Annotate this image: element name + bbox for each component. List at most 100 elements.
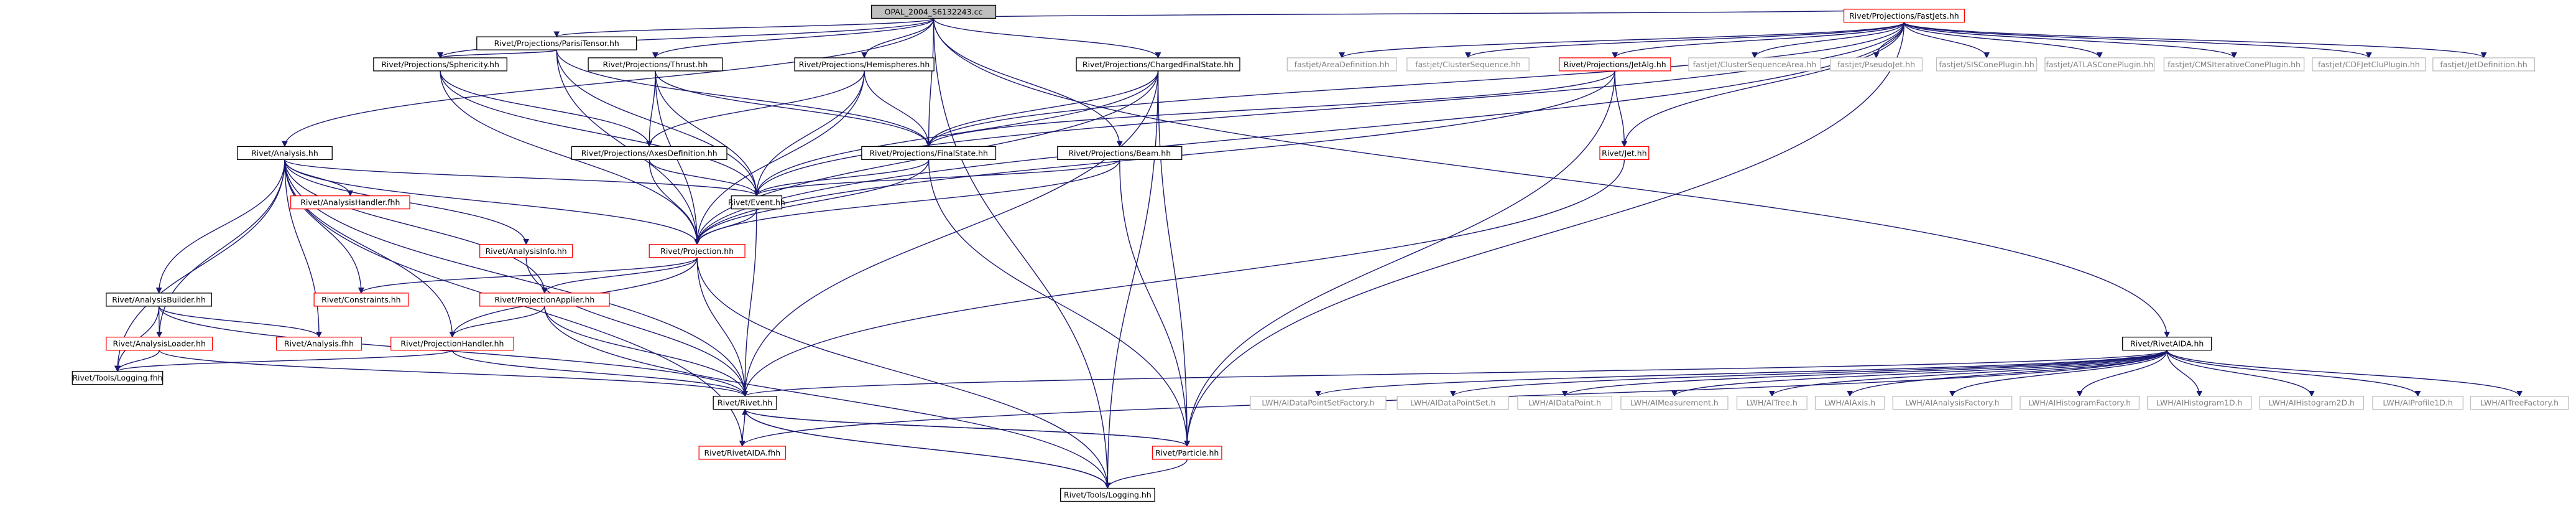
edge-fastjets-to-fs: [925, 22, 1905, 148]
edge-fs-to-particle: [928, 159, 1191, 447]
node-label-tree: LWH/AITree.h: [1747, 398, 1798, 408]
node-label-cmscone: fastjet/CMSIterativeConePlugin.hh: [2167, 60, 2301, 69]
edge-analysis-to-projhandler: [284, 159, 456, 338]
node-box-pseudojet: [1830, 57, 1923, 72]
node-box-axesdef: [571, 146, 727, 161]
edge-analysisloader-to-loggingfhh: [114, 350, 160, 372]
node-label-logginghh: Rivet/Tools/Logging.hh: [1064, 490, 1152, 499]
node-loggingfhh[interactable]: Rivet/Tools/Logging.fhh: [72, 370, 164, 385]
node-label-hist2d: LWH/AIHistogram2D.h: [2269, 398, 2355, 408]
node-paris[interactable]: Rivet/Projections/ParisiTensor.hh: [476, 36, 637, 50]
node-profile1d: LWH/AIProfile1D.h: [2372, 396, 2463, 410]
node-label-fs: Rivet/Projections/FinalState.hh: [869, 148, 988, 157]
edge-fastjets-to-jetdef: [1903, 22, 2487, 59]
node-label-jetdef: fastjet/JetDefinition.hh: [2440, 60, 2527, 69]
edge-analysis-to-loggingfhh: [114, 159, 285, 372]
node-box-cfs: [1076, 57, 1240, 72]
node-box-clusterseqarea: [1688, 57, 1821, 72]
edge-root-to-beam: [933, 18, 1123, 148]
node-box-constraints: [313, 293, 409, 307]
node-analysis[interactable]: Rivet/Analysis.hh: [236, 146, 333, 161]
node-label-jet: Rivet/Jet.hh: [1602, 148, 1646, 157]
edge-rivetaida-to-hist1d: [2166, 350, 2203, 397]
node-projapplier[interactable]: Rivet/ProjectionApplier.hh: [479, 293, 610, 307]
node-root[interactable]: OPAL_2004_S6132243.cc: [870, 4, 997, 19]
node-box-fastjets: [1843, 9, 1965, 23]
node-label-paris: Rivet/Projections/ParisiTensor.hh: [494, 39, 619, 48]
edge-rivetaida-to-tree: [1769, 350, 2167, 397]
edge-projhandler-to-loggingfhh: [114, 349, 453, 372]
node-box-analysishandler: [290, 195, 410, 210]
edge-cfs-to-fs: [925, 70, 1159, 148]
node-tree: LWH/AITree.h: [1736, 396, 1807, 410]
edge-fastjets-to-siscone: [1903, 22, 1990, 59]
edge-axesdef-to-projection: [649, 159, 701, 245]
node-sphericity[interactable]: Rivet/Projections/Sphericity.hh: [373, 57, 507, 72]
node-box-dpsfactory: [1250, 396, 1387, 410]
node-label-projection: Rivet/Projection.hh: [660, 246, 734, 256]
node-box-jet: [1599, 146, 1650, 161]
node-rivetaida[interactable]: Rivet/RivetAIDA.hh: [2122, 336, 2212, 351]
node-beam[interactable]: Rivet/Projections/Beam.hh: [1057, 146, 1183, 161]
node-label-dps: LWH/AIDataPointSet.h: [1410, 398, 1495, 408]
node-box-atlascone: [2044, 57, 2155, 72]
node-label-anafactory: LWH/AIAnalysisFactory.h: [1905, 398, 1999, 408]
node-label-beam: Rivet/Projections/Beam.hh: [1068, 148, 1171, 157]
edge-particle-to-logginghh: [1104, 459, 1188, 489]
node-box-clusterseq: [1406, 57, 1530, 72]
edge-beam-to-particle: [1119, 159, 1191, 447]
edge-projapplier-to-projhandler: [449, 306, 545, 338]
node-fastjets[interactable]: Rivet/Projections/FastJets.hh: [1843, 9, 1965, 23]
edge-paris-to-sphericity: [437, 49, 557, 59]
edge-hemis-to-fs: [864, 70, 932, 148]
edge-rivetaida-to-dpsfactory: [1315, 350, 2167, 397]
edge-thrust-to-fs: [655, 70, 932, 148]
node-label-analysisloader: Rivet/AnalysisLoader.hh: [113, 339, 206, 349]
edge-axesdef-to-event: [649, 159, 760, 197]
node-analysisbuilder[interactable]: Rivet/AnalysisBuilder.hh: [106, 293, 213, 307]
node-label-projapplier: Rivet/ProjectionApplier.hh: [494, 295, 594, 304]
edge-event-to-rivethh: [742, 208, 757, 397]
node-label-fastjets: Rivet/Projections/FastJets.hh: [1849, 11, 1959, 21]
node-analysisinfo[interactable]: Rivet/AnalysisInfo.hh: [479, 244, 573, 258]
node-analysisfhh[interactable]: Rivet/Analysis.fhh: [275, 336, 362, 351]
node-axesdef[interactable]: Rivet/Projections/AxesDefinition.hh: [571, 146, 727, 161]
node-label-projhandler: Rivet/ProjectionHandler.hh: [400, 339, 504, 349]
node-analysishandler[interactable]: Rivet/AnalysisHandler.fhh: [290, 195, 410, 210]
node-projhandler[interactable]: Rivet/ProjectionHandler.hh: [390, 336, 514, 351]
node-hist2d: LWH/AIHistogram2D.h: [2259, 396, 2365, 410]
edge-fastjets-to-cmscone: [1903, 22, 2237, 59]
node-rivethh[interactable]: Rivet/Rivet.hh: [713, 396, 777, 410]
edge-root-to-thrust: [652, 18, 935, 59]
node-rivetaidafhh[interactable]: Rivet/RivetAIDA.fhh: [698, 446, 787, 460]
node-analysisloader[interactable]: Rivet/AnalysisLoader.hh: [106, 336, 213, 351]
node-label-siscone: fastjet/SISConePlugin.hh: [1939, 60, 2034, 69]
node-label-axesdef: Rivet/Projections/AxesDefinition.hh: [581, 148, 718, 157]
edge-cfs-to-logginghh: [1104, 70, 1159, 489]
node-event[interactable]: Rivet/Event.hh: [728, 195, 785, 210]
edge-fastjets-to-clusterseqarea: [1752, 22, 1905, 59]
node-jetalg[interactable]: Rivet/Projections/JetAlg.hh: [1558, 57, 1671, 72]
edge-projapplier-to-logginghh: [544, 306, 1111, 489]
node-logginghh[interactable]: Rivet/Tools/Logging.hh: [1060, 487, 1155, 502]
node-thrust[interactable]: Rivet/Projections/Thrust.hh: [588, 57, 723, 72]
node-label-thrust: Rivet/Projections/Thrust.hh: [603, 60, 708, 69]
node-projection[interactable]: Rivet/Projection.hh: [649, 244, 746, 258]
node-fs[interactable]: Rivet/Projections/FinalState.hh: [861, 146, 997, 161]
node-label-cfs: Rivet/Projections/ChargedFinalState.hh: [1083, 60, 1234, 69]
edge-analysis-to-analysishandler: [284, 159, 354, 197]
node-hemis[interactable]: Rivet/Projections/Hemispheres.hh: [794, 57, 935, 72]
node-clusterseq: fastjet/ClusterSequence.hh: [1406, 57, 1530, 72]
node-areadef: fastjet/AreaDefinition.hh: [1286, 57, 1397, 72]
node-constraints[interactable]: Rivet/Constraints.hh: [313, 293, 409, 307]
node-label-root: OPAL_2004_S6132243.cc: [885, 7, 983, 16]
edge-fastjets-to-jetalg: [1612, 22, 1905, 59]
edge-rivetaida-to-rivethh: [742, 350, 2167, 397]
node-particle[interactable]: Rivet/Particle.hh: [1152, 446, 1222, 460]
node-jet[interactable]: Rivet/Jet.hh: [1599, 146, 1650, 161]
edge-root-to-rivetaida: [933, 18, 2171, 338]
node-box-root: [870, 4, 997, 19]
node-cfs[interactable]: Rivet/Projections/ChargedFinalState.hh: [1076, 57, 1240, 72]
node-hist1d: LWH/AIHistogram1D.h: [2147, 396, 2252, 410]
